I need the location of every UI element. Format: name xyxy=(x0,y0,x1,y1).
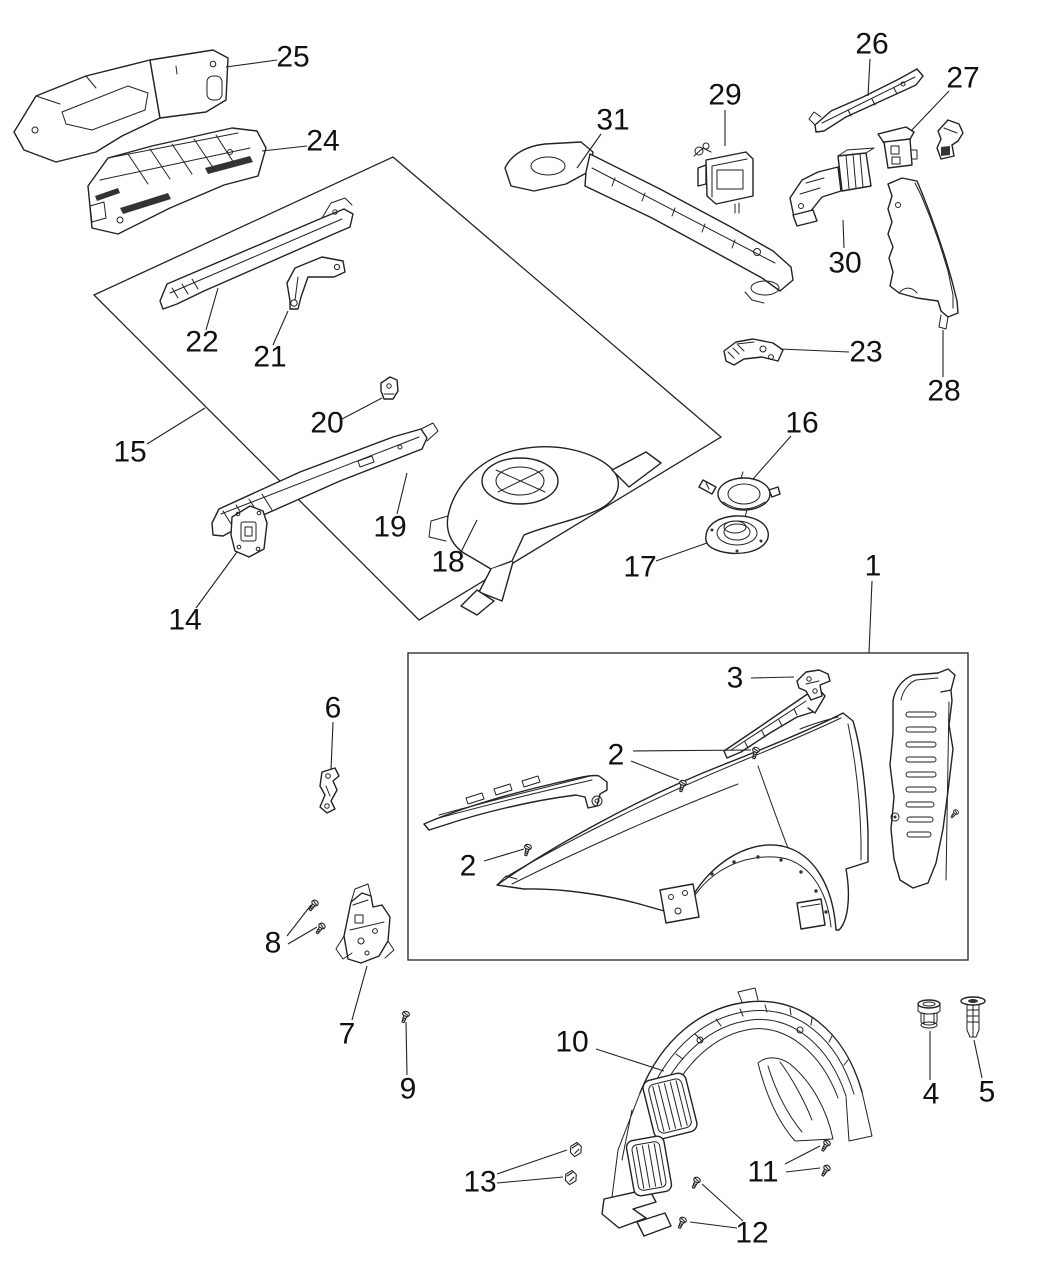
callout-15: 15 xyxy=(113,407,206,469)
part-25-art xyxy=(13,49,229,163)
callout-12-label: 12 xyxy=(735,1217,768,1250)
part-10-art xyxy=(601,987,873,1237)
callout-19: 19 xyxy=(373,472,408,544)
callout-12: 12 xyxy=(689,1183,769,1250)
part-7-art xyxy=(335,883,395,964)
callout-17: 17 xyxy=(623,542,708,584)
callout-3-label: 3 xyxy=(727,662,744,695)
callout-21: 21 xyxy=(253,310,289,374)
part-23-art xyxy=(723,338,784,366)
callout-22: 22 xyxy=(185,287,219,359)
callout-2-lower: 2 xyxy=(460,848,525,883)
fender-assembly-frame-box xyxy=(407,652,969,961)
callout-19-label: 19 xyxy=(373,511,406,544)
callout-15-label: 15 xyxy=(113,436,146,469)
callout-4: 4 xyxy=(923,1031,940,1111)
callout-25-label: 25 xyxy=(276,41,309,74)
fender-insulator-panel-art xyxy=(889,668,956,889)
part-18-art xyxy=(428,446,662,616)
callout-2-upper-label: 2 xyxy=(608,739,625,772)
callout-16: 16 xyxy=(752,407,819,480)
part-16-art xyxy=(698,471,781,518)
callout-13: 13 xyxy=(463,1149,568,1199)
part-31-art xyxy=(504,141,794,304)
part-24-art xyxy=(87,127,267,235)
callout-17-label: 17 xyxy=(623,551,656,584)
part-20-art xyxy=(380,376,399,400)
callout-1-label: 1 xyxy=(865,550,882,583)
callout-9: 9 xyxy=(400,1021,417,1106)
callout-2-upper: 2 xyxy=(608,739,752,781)
part-3-art xyxy=(796,669,831,701)
part-21-art xyxy=(286,256,346,310)
part-5-art xyxy=(960,996,986,1038)
callout-5-label: 5 xyxy=(979,1076,996,1109)
callout-31: 31 xyxy=(576,104,630,169)
callout-14-label: 14 xyxy=(168,604,201,637)
callout-26: 26 xyxy=(855,28,889,97)
fender-panel-art xyxy=(496,712,869,931)
part-22-art xyxy=(159,197,354,310)
part-30-art xyxy=(789,147,875,227)
part-17-art xyxy=(705,515,769,555)
part-26-art xyxy=(808,68,924,133)
callout-18: 18 xyxy=(431,519,478,579)
part-27-art xyxy=(877,119,964,169)
callout-27: 27 xyxy=(910,62,980,132)
callout-6: 6 xyxy=(325,692,342,771)
callout-27-label: 27 xyxy=(946,62,979,95)
callout-26-label: 26 xyxy=(855,28,888,61)
part-4-art xyxy=(917,999,941,1029)
fender-trim-strip-art xyxy=(423,774,608,831)
part-19-art xyxy=(211,422,439,537)
callout-24-label: 24 xyxy=(306,125,339,158)
callout-29: 29 xyxy=(708,79,742,146)
callout-31-label: 31 xyxy=(596,104,629,137)
callout-13-label: 13 xyxy=(463,1166,496,1199)
inner-structure-frame xyxy=(92,156,723,621)
callout-23-label: 23 xyxy=(849,336,882,369)
callout-11: 11 xyxy=(747,1145,821,1189)
callout-22-label: 22 xyxy=(185,326,218,359)
callout-10: 10 xyxy=(555,1026,665,1072)
callout-1: 1 xyxy=(865,550,882,654)
part-28-art xyxy=(887,177,959,330)
callout-30-label: 30 xyxy=(828,247,861,280)
callout-23: 23 xyxy=(779,336,883,369)
part-6-art xyxy=(319,767,340,814)
callout-18-label: 18 xyxy=(431,546,464,579)
callout-14: 14 xyxy=(168,551,238,637)
callout-20: 20 xyxy=(310,397,383,440)
callout-28: 28 xyxy=(927,330,961,408)
callout-5: 5 xyxy=(973,1039,996,1109)
callout-9-label: 9 xyxy=(400,1073,417,1106)
callout-8: 8 xyxy=(265,904,318,960)
callout-25: 25 xyxy=(225,41,310,74)
callout-28-label: 28 xyxy=(927,375,960,408)
callout-30: 30 xyxy=(828,219,862,280)
callout-6-label: 6 xyxy=(325,692,342,725)
callout-21-label: 21 xyxy=(253,341,286,374)
callout-4-label: 4 xyxy=(923,1078,940,1111)
callout-20-label: 20 xyxy=(310,407,343,440)
callout-10-label: 10 xyxy=(555,1026,588,1059)
callout-8-label: 8 xyxy=(265,927,282,960)
callouts-layer: 25 24 22 21 20 15 14 19 xyxy=(113,28,995,1250)
callout-16-label: 16 xyxy=(785,407,818,440)
callout-24: 24 xyxy=(261,125,340,158)
callout-7: 7 xyxy=(339,965,368,1051)
callout-29-label: 29 xyxy=(708,79,741,112)
callout-7-label: 7 xyxy=(339,1018,356,1051)
callout-11-label: 11 xyxy=(747,1156,778,1189)
callout-3: 3 xyxy=(727,662,795,695)
part-29-art xyxy=(693,142,754,214)
part-14-art xyxy=(230,505,268,558)
callout-2-lower-label: 2 xyxy=(460,850,477,883)
